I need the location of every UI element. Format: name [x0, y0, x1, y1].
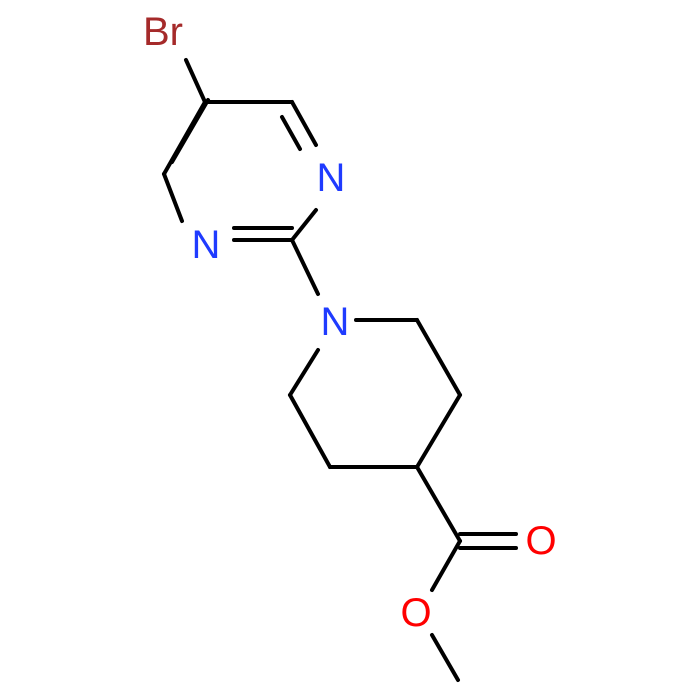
bond-line — [290, 238, 320, 296]
bond-line — [288, 348, 320, 397]
bond-line — [290, 100, 318, 147]
bond-line — [290, 208, 318, 242]
atom-labels: BrN N N O O — [143, 10, 557, 635]
bond-line — [415, 465, 462, 543]
bond-line — [280, 115, 302, 151]
bond-line — [430, 633, 460, 682]
bond-line — [415, 393, 462, 469]
bond-line — [184, 58, 207, 104]
bond-line — [415, 318, 462, 397]
bond-line — [162, 172, 184, 223]
atom-label-n1: N — [317, 156, 346, 200]
atom-label-br: Br — [143, 10, 183, 54]
bond-line — [288, 393, 332, 469]
atom-label-n2: N — [192, 223, 221, 267]
atom-label-o2: O — [400, 591, 431, 635]
atom-label-n3: N — [321, 300, 350, 344]
bond-line — [170, 98, 210, 164]
atom-label-o1: O — [525, 519, 556, 563]
bond-line — [430, 539, 462, 592]
bonds — [162, 58, 518, 682]
